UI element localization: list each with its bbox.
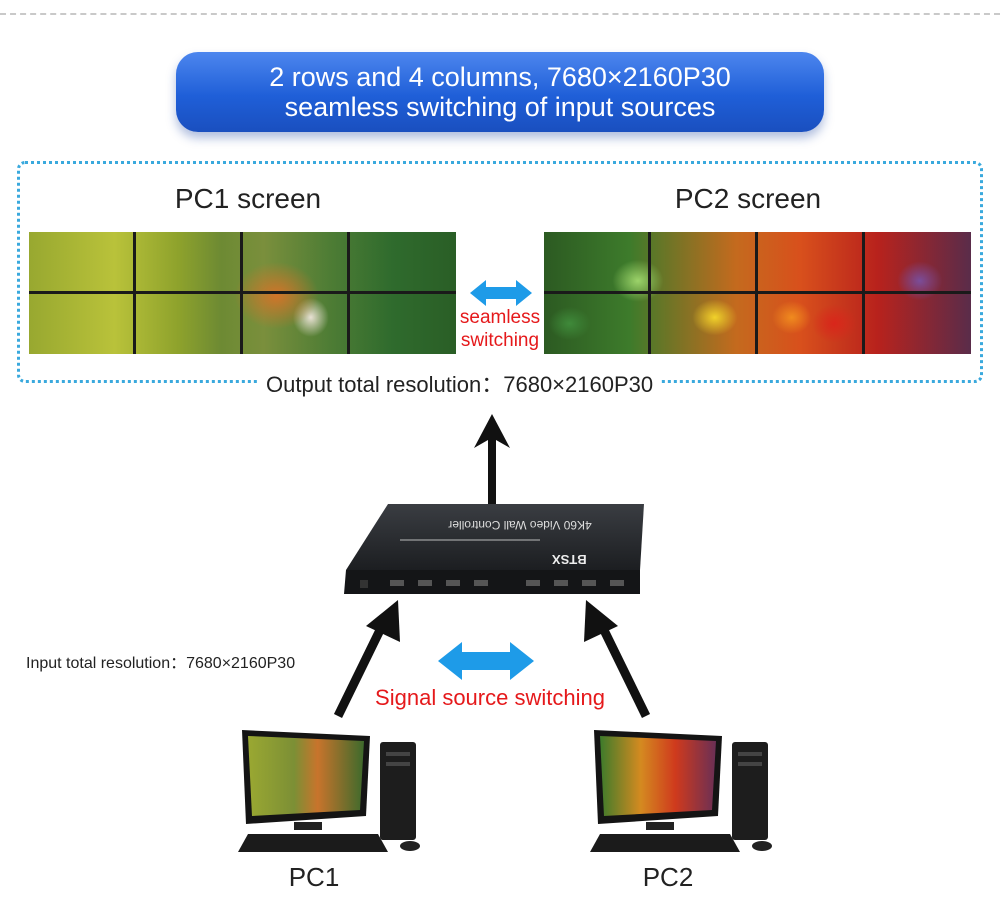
pc1-video-wall xyxy=(29,232,456,354)
signal-switch-arrow-icon xyxy=(438,642,534,680)
hdmi-ports xyxy=(360,580,624,588)
video-wall-controller-device xyxy=(344,504,644,594)
pc1-up-arrow-icon xyxy=(333,600,400,718)
pc2-video-wall xyxy=(544,232,971,354)
device-brand-logo: BTSX xyxy=(552,552,587,567)
signal-source-switching-label: Signal source switching xyxy=(375,685,605,710)
pc2-label: PC2 xyxy=(642,862,694,892)
pc2-up-arrow-icon xyxy=(584,600,651,718)
input-resolution-label: Input total resolution：7680×2160P30 xyxy=(26,655,296,672)
double-arrow-icon xyxy=(470,280,532,306)
up-arrow-icon xyxy=(474,414,510,504)
title-banner: 2 rows and 4 columns, 7680×2160P30 seaml… xyxy=(176,52,824,132)
device-title: 4K60 Video Wall Controller xyxy=(448,518,592,532)
top-dashed-divider xyxy=(0,13,1000,15)
pc2-computer-icon xyxy=(590,730,772,852)
pc2-screen-title: PC2 screen xyxy=(674,183,822,214)
output-resolution-label: Output total resolution：7680×2160P30 xyxy=(258,371,662,399)
seamless-label-line-1: seamless xyxy=(459,307,541,328)
wall-seam xyxy=(29,291,456,294)
seamless-label-line-2: switching xyxy=(460,330,540,351)
pc1-computer-icon xyxy=(238,730,420,852)
pc1-label: PC1 xyxy=(288,862,340,892)
seamless-switching-label: seamless switching xyxy=(446,306,554,352)
pc1-screen-title: PC1 screen xyxy=(174,183,322,214)
wall-seam xyxy=(544,291,971,294)
banner-line-1: 2 rows and 4 columns, 7680×2160P30 xyxy=(269,62,731,92)
banner-line-2: seamless switching of input sources xyxy=(284,92,716,122)
